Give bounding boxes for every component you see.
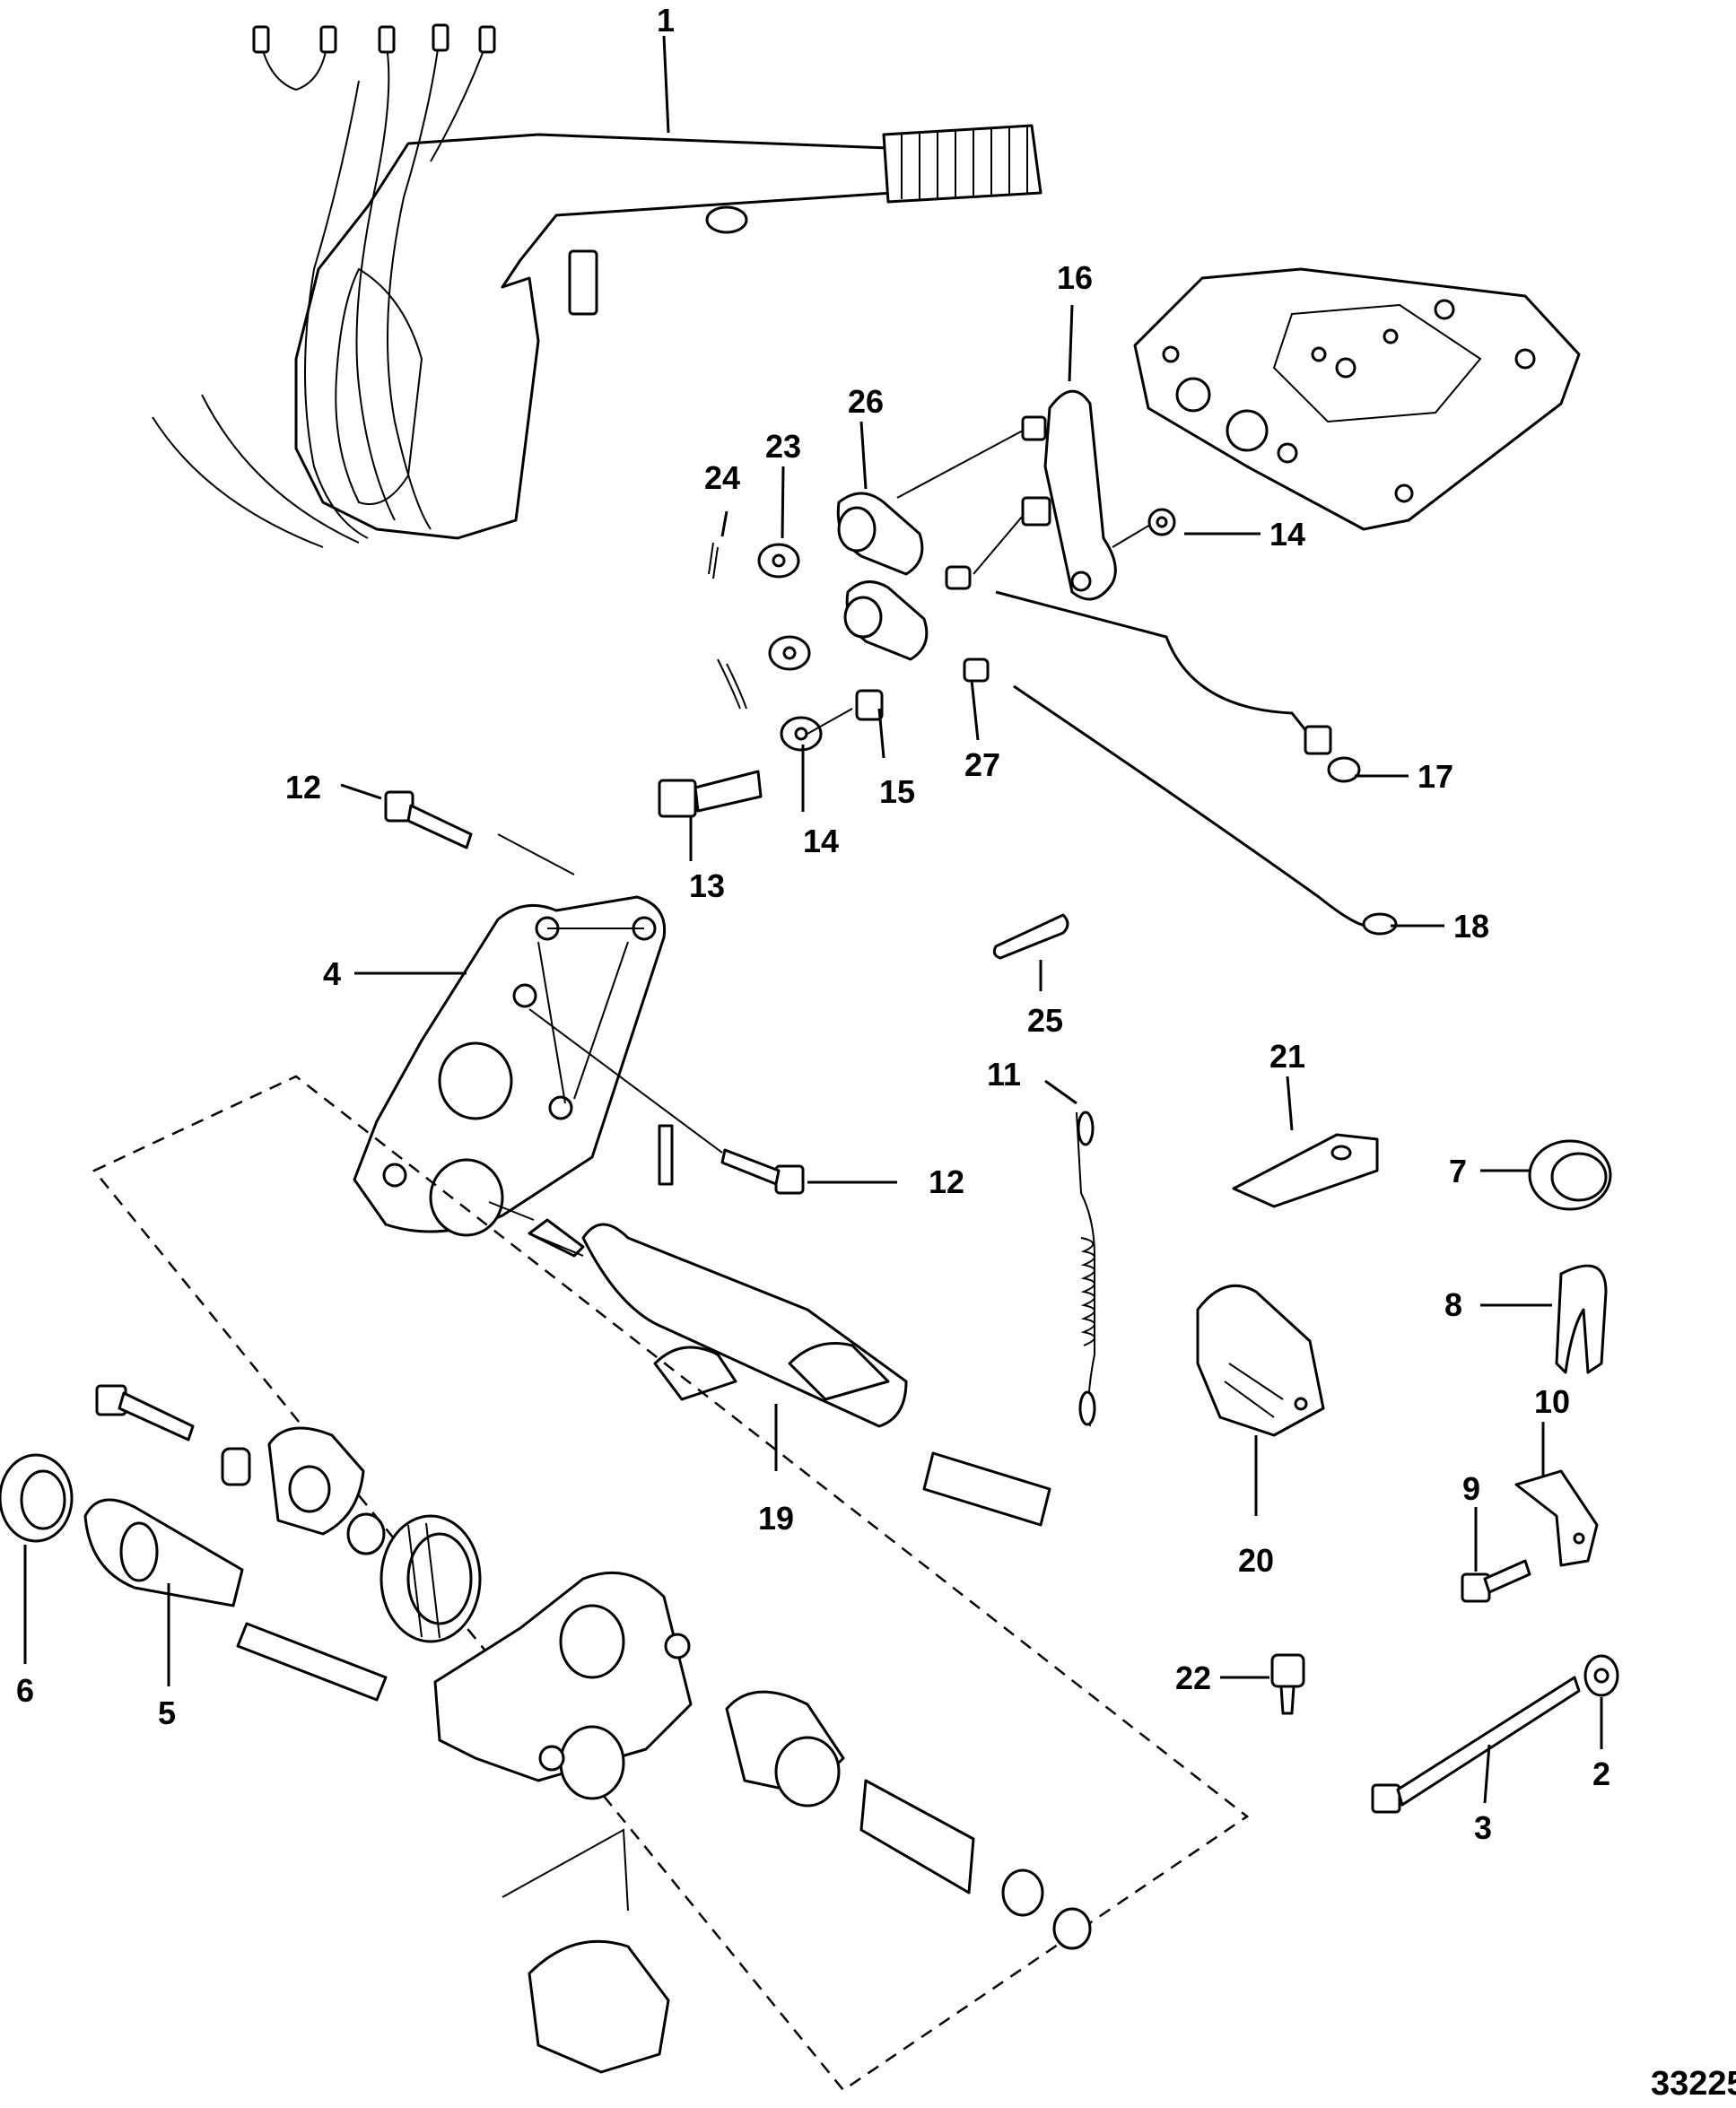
callout-3: 3 bbox=[1474, 1809, 1492, 1846]
callout-14-lower: 14 bbox=[803, 823, 839, 859]
throttle-link-rods-part bbox=[995, 590, 1398, 936]
pin-part bbox=[992, 913, 1069, 960]
screw-part bbox=[1270, 1653, 1305, 1715]
callout-20: 20 bbox=[1238, 1542, 1274, 1579]
shaft-seal-part bbox=[0, 1453, 388, 1702]
callout-11: 11 bbox=[987, 1056, 1021, 1093]
callout-9: 9 bbox=[1462, 1470, 1480, 1507]
figure-number: 33225 bbox=[1651, 2065, 1736, 2103]
callout-18: 18 bbox=[1453, 908, 1489, 945]
callout-19: 19 bbox=[758, 1500, 794, 1537]
callout-22: 22 bbox=[1175, 1659, 1211, 1696]
shift-shaft-part bbox=[528, 1124, 1051, 1527]
callout-labels: 1 16 26 23 24 14 17 12 13 14 15 27 18 4 … bbox=[16, 2, 1610, 1846]
callout-15: 15 bbox=[879, 773, 915, 810]
callout-13: 13 bbox=[689, 867, 725, 904]
callout-4: 4 bbox=[323, 955, 341, 992]
leader-lines bbox=[23, 35, 1603, 1804]
callout-2: 2 bbox=[1592, 1755, 1610, 1792]
bracket-part bbox=[353, 895, 667, 1237]
callout-5: 5 bbox=[158, 1694, 176, 1731]
long-bolt-part bbox=[1371, 1654, 1619, 1814]
spring-link-part bbox=[1076, 1111, 1096, 1427]
small-hardware-part bbox=[1461, 1139, 1612, 1603]
linkage-fasteners-part bbox=[658, 492, 1176, 818]
bolts-part bbox=[384, 790, 805, 1195]
callout-25: 25 bbox=[1027, 1002, 1063, 1039]
callout-26: 26 bbox=[848, 383, 884, 420]
callout-8: 8 bbox=[1444, 1286, 1462, 1323]
shift-assembly-group bbox=[92, 1075, 1250, 2092]
callout-17: 17 bbox=[1418, 758, 1453, 795]
callout-16: 16 bbox=[1057, 259, 1093, 296]
callout-1: 1 bbox=[657, 2, 675, 39]
callout-12-lower: 12 bbox=[929, 1163, 964, 1200]
callout-12-upper: 12 bbox=[285, 769, 321, 806]
callout-27: 27 bbox=[964, 746, 1000, 783]
callout-7: 7 bbox=[1449, 1153, 1467, 1189]
callout-23: 23 bbox=[765, 428, 801, 465]
callout-10: 10 bbox=[1534, 1383, 1570, 1420]
lever-arm-part bbox=[1021, 389, 1117, 601]
manifold-plate-part bbox=[1133, 267, 1581, 531]
callout-24: 24 bbox=[704, 459, 740, 496]
callout-14-upper: 14 bbox=[1269, 516, 1305, 553]
tiller-handle-part bbox=[152, 23, 1042, 548]
callout-21: 21 bbox=[1269, 1038, 1305, 1075]
clip-bracket-part bbox=[1196, 1133, 1379, 1437]
callout-6: 6 bbox=[16, 1672, 34, 1709]
